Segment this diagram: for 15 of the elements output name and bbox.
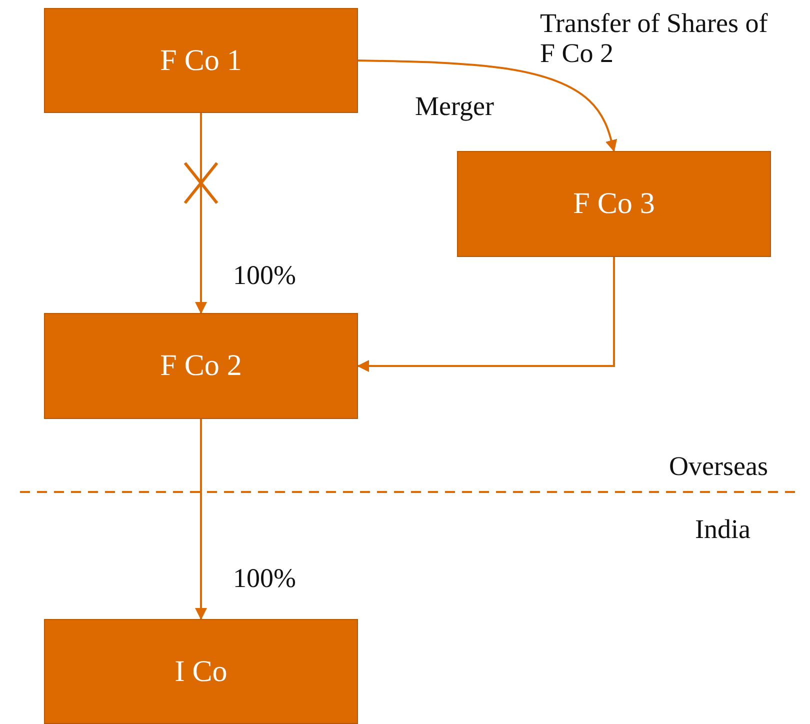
company-name: I Co <box>174 654 228 688</box>
arrow <box>358 60 618 152</box>
company-name: F Co 3 <box>573 187 655 221</box>
arrow <box>195 419 207 620</box>
region-label: India <box>695 513 750 546</box>
arrow <box>357 257 615 372</box>
company-name: F Co 1 <box>160 44 242 78</box>
company-box <box>44 313 358 419</box>
arrow <box>195 113 207 314</box>
company-name: F Co 2 <box>160 349 242 383</box>
company-box <box>44 619 358 724</box>
company-box <box>44 8 358 113</box>
region-label: Overseas <box>669 450 768 482</box>
note-label: Merger <box>415 90 494 122</box>
company-box <box>457 151 771 257</box>
